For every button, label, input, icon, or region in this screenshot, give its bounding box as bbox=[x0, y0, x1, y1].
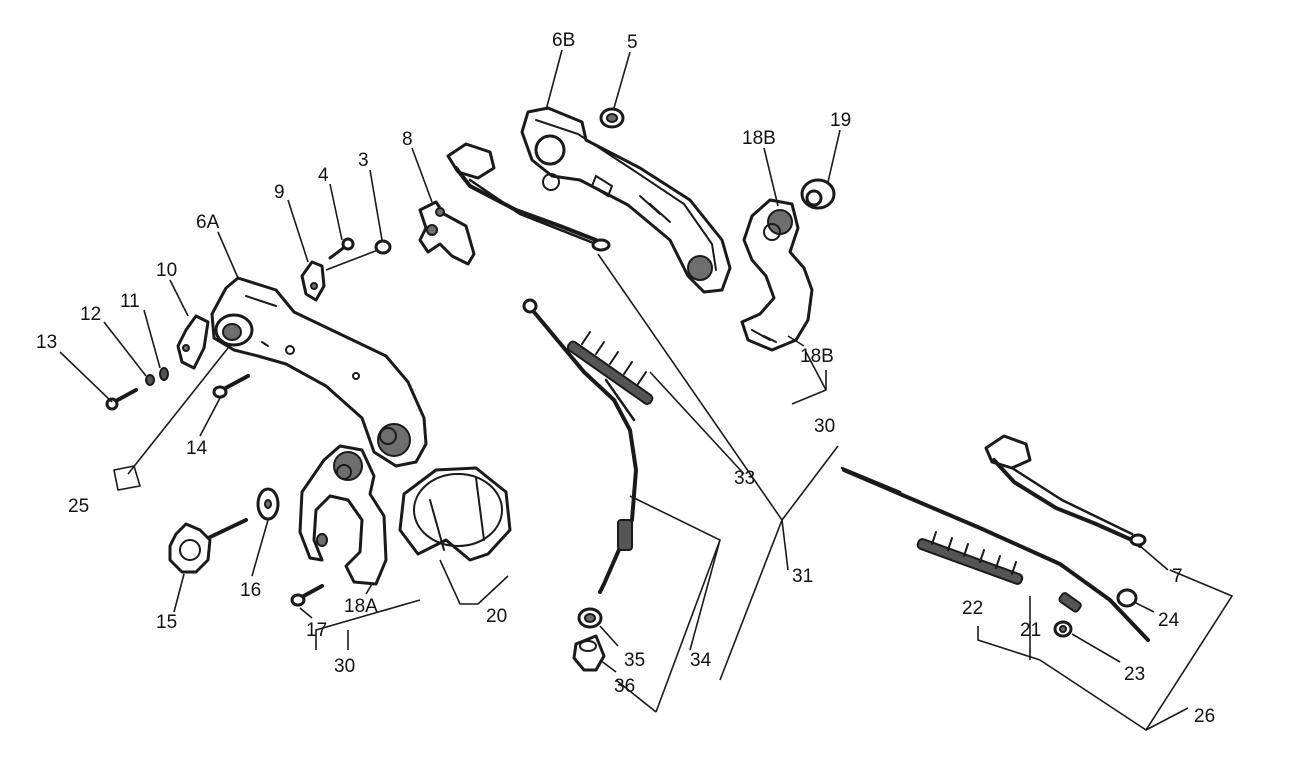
part-4-screw bbox=[328, 237, 355, 260]
part-23-nut bbox=[1053, 620, 1073, 638]
label-15: 15 bbox=[156, 612, 177, 633]
part-22-spring bbox=[916, 531, 1024, 585]
label-16: 16 bbox=[240, 580, 261, 601]
label-35: 35 bbox=[624, 650, 645, 671]
label-23: 23 bbox=[1124, 664, 1145, 685]
part-9-latch bbox=[300, 260, 326, 302]
part-24-cap bbox=[1116, 588, 1138, 608]
label-5: 5 bbox=[627, 32, 638, 53]
label-10: 10 bbox=[156, 260, 177, 281]
part-15-knob bbox=[168, 518, 248, 574]
label-14: 14 bbox=[186, 438, 208, 459]
part-21-cable bbox=[840, 466, 1150, 642]
label-7: 7 bbox=[1172, 566, 1183, 587]
part-7-throttle-cable-lower bbox=[984, 434, 1147, 548]
part-8-throttle-trigger bbox=[418, 200, 476, 266]
part-19-washer bbox=[800, 178, 836, 210]
label-21: 21 bbox=[1020, 620, 1041, 641]
part-16-washer bbox=[256, 487, 280, 521]
part-6B-handle-half bbox=[520, 106, 732, 294]
part-34-stop-cable bbox=[522, 298, 639, 594]
part-14-screw bbox=[212, 374, 250, 399]
label-18B-top: 18B bbox=[742, 128, 776, 149]
label-17: 17 bbox=[306, 620, 327, 641]
label-4: 4 bbox=[318, 165, 329, 186]
part-20-sleeve bbox=[398, 466, 512, 562]
label-30-left: 30 bbox=[334, 656, 355, 677]
label-20: 20 bbox=[486, 606, 507, 627]
part-10-lock-lever bbox=[176, 314, 210, 370]
part-6A-handle-half bbox=[210, 276, 428, 468]
label-33: 33 bbox=[734, 468, 755, 489]
part-5-nut bbox=[599, 107, 625, 129]
label-34: 34 bbox=[690, 650, 712, 671]
part-3-nut bbox=[374, 239, 392, 255]
part-17-screw bbox=[290, 584, 324, 607]
label-26: 26 bbox=[1194, 706, 1215, 727]
label-19: 19 bbox=[830, 110, 851, 131]
part-35-nut bbox=[577, 607, 603, 629]
label-6A: 6A bbox=[196, 212, 220, 233]
part-18A-clamp-half bbox=[298, 444, 388, 586]
label-9: 9 bbox=[274, 182, 285, 203]
part-12-spring bbox=[145, 374, 155, 386]
label-31: 31 bbox=[792, 566, 813, 587]
label-30-right: 30 bbox=[814, 416, 835, 437]
part-11-spring bbox=[159, 367, 169, 381]
part-7-throttle-cable-upper bbox=[446, 142, 611, 252]
part-13-screw bbox=[105, 388, 138, 411]
part-33-spring bbox=[566, 331, 654, 405]
label-25: 25 bbox=[68, 496, 89, 517]
label-36: 36 bbox=[614, 676, 635, 697]
part-number-labels: 6B 5 19 18B 8 3 4 9 6A 10 11 12 13 14 18… bbox=[36, 30, 1215, 727]
label-3: 3 bbox=[358, 150, 369, 171]
label-22: 22 bbox=[962, 598, 983, 619]
label-18A: 18A bbox=[344, 596, 378, 617]
label-11: 11 bbox=[120, 291, 140, 312]
leader-lines bbox=[59, 49, 1234, 732]
label-6B: 6B bbox=[552, 30, 575, 51]
label-24: 24 bbox=[1158, 610, 1180, 631]
part-18B-clamp-half bbox=[740, 198, 814, 352]
label-12: 12 bbox=[80, 304, 101, 325]
label-13: 13 bbox=[36, 332, 57, 353]
part-36-boot bbox=[572, 634, 606, 672]
label-8: 8 bbox=[402, 129, 413, 150]
part-25-label-sticker bbox=[113, 465, 141, 491]
label-18B-bottom: 18B bbox=[800, 346, 834, 367]
